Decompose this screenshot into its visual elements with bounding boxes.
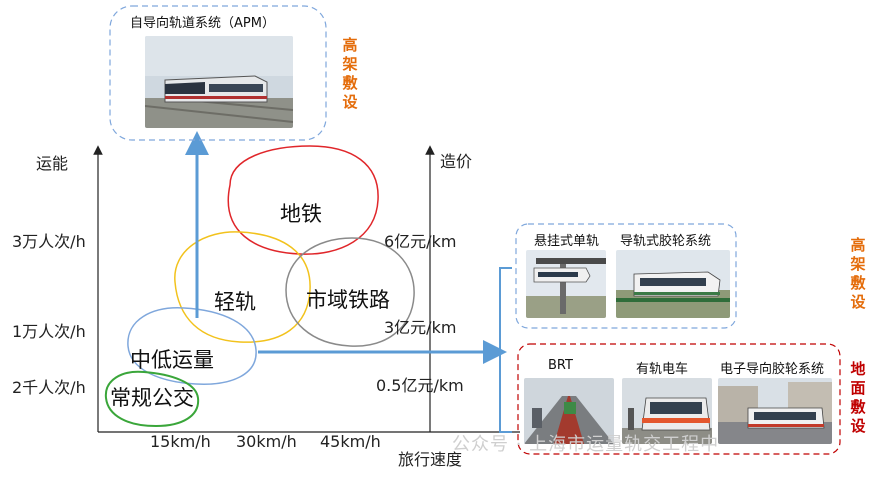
bubble-label-suburban: 市域铁路 — [306, 288, 390, 312]
speed-tick-2: 30km/h — [236, 432, 297, 451]
bubble-label-bus: 常规公交 — [110, 386, 194, 410]
ground-caption-2: 有轨电车 — [636, 362, 689, 377]
elevated-caption-1: 悬挂式单轨 — [534, 234, 600, 249]
bubble-metro — [227, 145, 379, 255]
cost-tick-3: 0.5亿元/km — [376, 376, 464, 395]
bubble-light-rail — [174, 231, 311, 343]
elevated-side-label: 高架敷设 — [850, 236, 866, 311]
capacity-tick-2: 1万人次/h — [12, 322, 86, 341]
monorail-photo — [526, 250, 606, 318]
ground-caption-1: BRT — [548, 358, 573, 373]
brt-photo — [524, 378, 614, 444]
apm-photo — [145, 36, 293, 128]
bracket-right — [499, 267, 512, 433]
bubble-label-light-rail: 轻轨 — [214, 290, 256, 314]
watermark: 公众号 · 上海市运量轨交工程中 — [452, 434, 720, 455]
speed-tick-3: 45km/h — [320, 432, 381, 451]
tram-photo — [622, 378, 712, 444]
art-photo — [718, 378, 832, 444]
x-axis-title: 旅行速度 — [398, 450, 463, 469]
cost-tick-1: 6亿元/km — [384, 232, 457, 251]
elevated-caption-2: 导轨式胶轮系统 — [620, 234, 712, 249]
cost-tick-2: 3亿元/km — [384, 318, 457, 337]
panel-elevated — [515, 223, 737, 329]
bubble-label-medium-low: 中低运量 — [130, 348, 214, 372]
apm-side-label: 高架敷设 — [342, 36, 358, 111]
speed-tick-1: 15km/h — [150, 432, 211, 451]
capacity-tick-1: 3万人次/h — [12, 232, 86, 251]
panel-apm — [109, 5, 327, 141]
ground-caption-3: 电子导向胶轮系统 — [720, 362, 825, 377]
y-right-axis-title: 造价 — [440, 152, 473, 171]
ground-side-label: 地面敷设 — [850, 360, 866, 435]
guided-rubber-tire-photo — [616, 250, 730, 318]
panel-ground — [517, 343, 841, 455]
bubble-bus — [104, 370, 200, 428]
bubble-medium-low — [127, 307, 257, 385]
capacity-tick-3: 2千人次/h — [12, 378, 86, 397]
apm-caption: 自导向轨道系统（APM） — [130, 16, 275, 31]
bubble-suburban — [285, 237, 415, 347]
bubble-label-metro: 地铁 — [280, 202, 322, 226]
y-axis-title: 运能 — [36, 154, 69, 173]
